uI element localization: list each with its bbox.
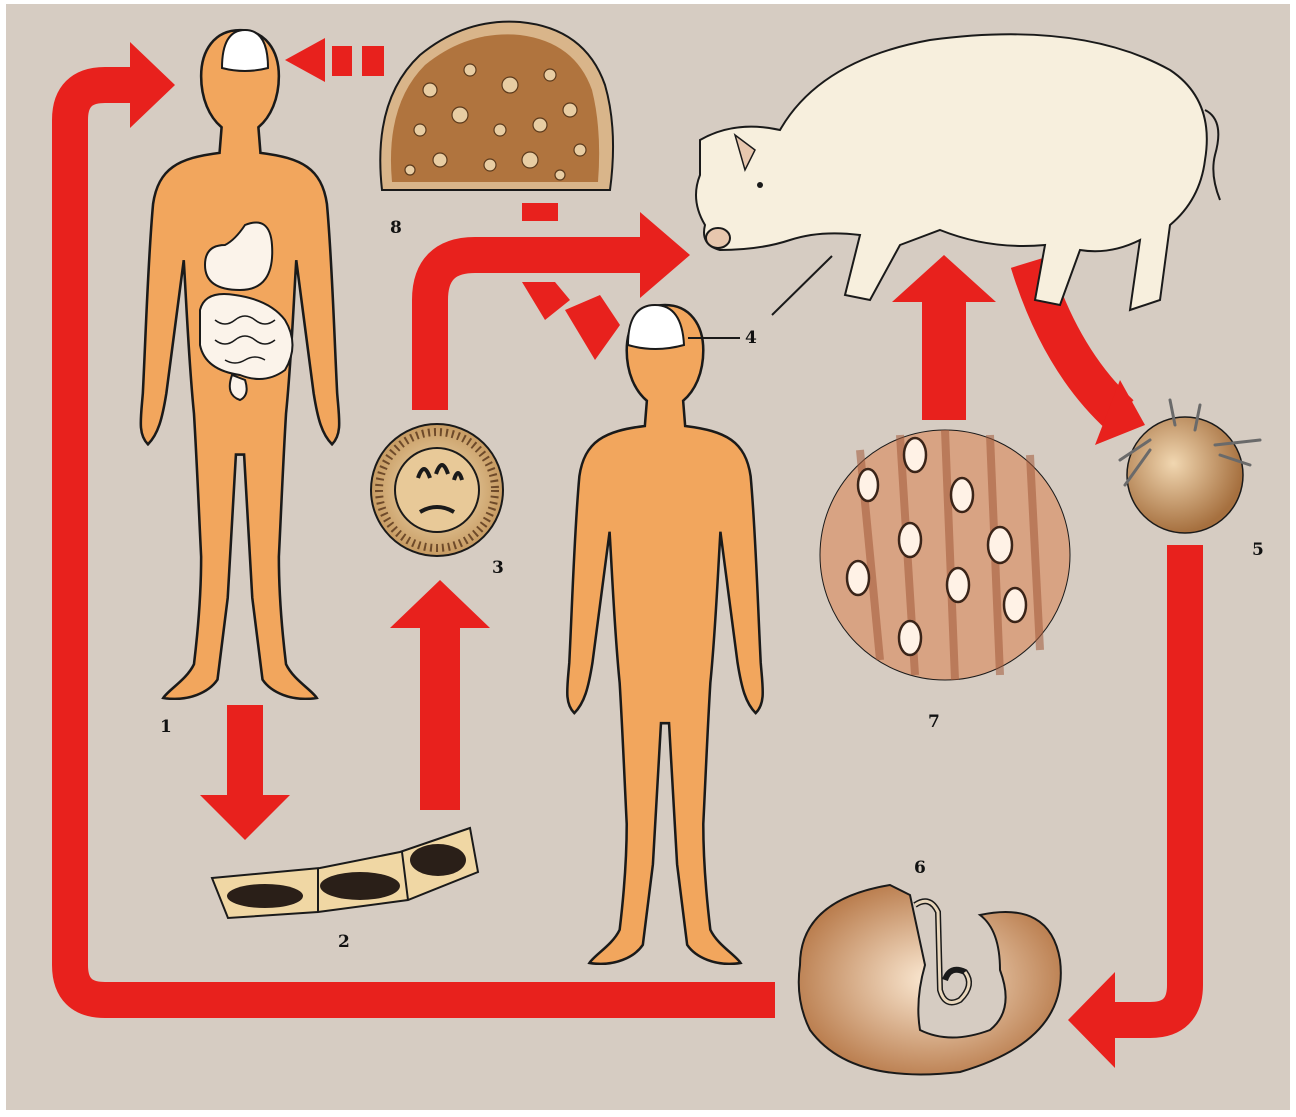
label-6: 6	[914, 858, 926, 878]
label-7: 7	[928, 712, 940, 732]
arrow-8-dash-3	[522, 203, 558, 221]
brain-highlight-icon	[222, 30, 268, 71]
arrow-1-to-2-shaft	[227, 705, 263, 795]
arrow-7-to-pig-shaft	[922, 300, 966, 420]
egg-3	[371, 424, 503, 556]
label-3: 3	[492, 558, 504, 578]
label-1: 1	[160, 717, 172, 737]
arrow-8-dash-1	[332, 46, 352, 76]
arrow-8-dash-2	[362, 46, 384, 76]
label-4: 4	[745, 328, 757, 348]
muscle-cysts-7	[820, 430, 1070, 680]
label-5: 5	[1252, 540, 1264, 560]
arrow-2-to-3-shaft	[420, 625, 460, 810]
label-2: 2	[338, 932, 350, 952]
label-8: 8	[390, 218, 402, 238]
